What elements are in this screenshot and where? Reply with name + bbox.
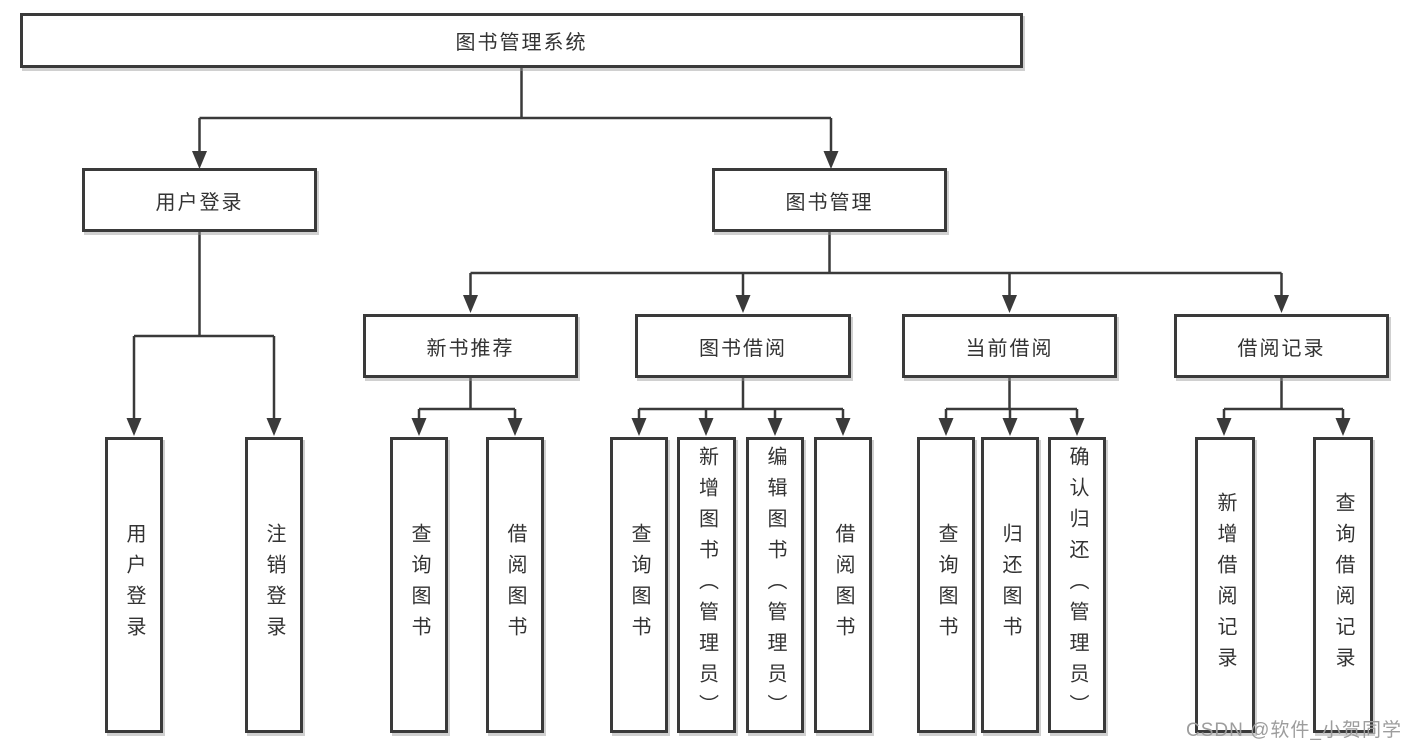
leaf-logout: 注销登录 [245,437,303,733]
leaf-borrow-books-recommend: 借阅图书 [486,437,544,733]
leaf-query-books-borrow-label: 查询图书 [628,523,650,647]
node-book-borrow: 图书借阅 [635,314,851,378]
leaf-confirm-return-admin-label: 确认归还（管理员） [1066,445,1088,725]
node-borrow-records: 借阅记录 [1174,314,1389,378]
node-new-book-recommend: 新书推荐 [363,314,578,378]
leaf-user-login-label: 用户登录 [123,523,145,647]
leaf-return-books: 归还图书 [981,437,1039,733]
leaf-logout-label: 注销登录 [263,523,285,647]
leaf-borrow-books-recommend-label: 借阅图书 [504,523,526,647]
leaf-edit-books-admin: 编辑图书（管理员） [746,437,804,733]
node-user-login-label: 用户登录 [155,191,244,214]
leaf-query-borrow-record: 查询借阅记录 [1313,437,1373,733]
leaf-user-login: 用户登录 [105,437,163,733]
leaf-return-books-label: 归还图书 [999,523,1021,647]
csdn-watermark: CSDN @软件_小贺同学 [1186,720,1402,741]
node-current-borrow-label: 当前借阅 [965,337,1054,360]
leaf-query-books-current: 查询图书 [917,437,975,733]
leaf-borrow-books: 借阅图书 [814,437,872,733]
node-book-borrow-label: 图书借阅 [699,337,787,360]
leaf-add-books-admin-label: 新增图书（管理员） [695,445,718,725]
node-borrow-records-label: 借阅记录 [1237,337,1326,360]
leaf-add-borrow-record: 新增借阅记录 [1195,437,1255,733]
leaf-query-books-current-label: 查询图书 [935,523,957,647]
node-user-login: 用户登录 [82,168,317,232]
node-current-borrow: 当前借阅 [902,314,1117,378]
leaf-borrow-books-label: 借阅图书 [832,523,854,647]
leaf-add-borrow-record-label: 新增借阅记录 [1214,492,1236,678]
leaf-edit-books-admin-label: 编辑图书（管理员） [764,445,786,725]
leaf-add-books-admin: 新增图书（管理员） [677,437,736,733]
node-root: 图书管理系统 [20,13,1023,68]
leaf-confirm-return-admin: 确认归还（管理员） [1048,437,1106,733]
node-new-book-recommend-label: 新书推荐 [426,337,515,360]
node-book-management-label: 图书管理 [785,191,874,214]
leaf-query-books-borrow: 查询图书 [610,437,668,733]
leaf-query-borrow-record-label: 查询借阅记录 [1332,492,1354,678]
node-book-management: 图书管理 [712,168,947,232]
leaf-query-books-recommend: 查询图书 [390,437,448,733]
leaf-query-books-recommend-label: 查询图书 [408,523,430,647]
node-root-label: 图书管理系统 [455,32,588,54]
